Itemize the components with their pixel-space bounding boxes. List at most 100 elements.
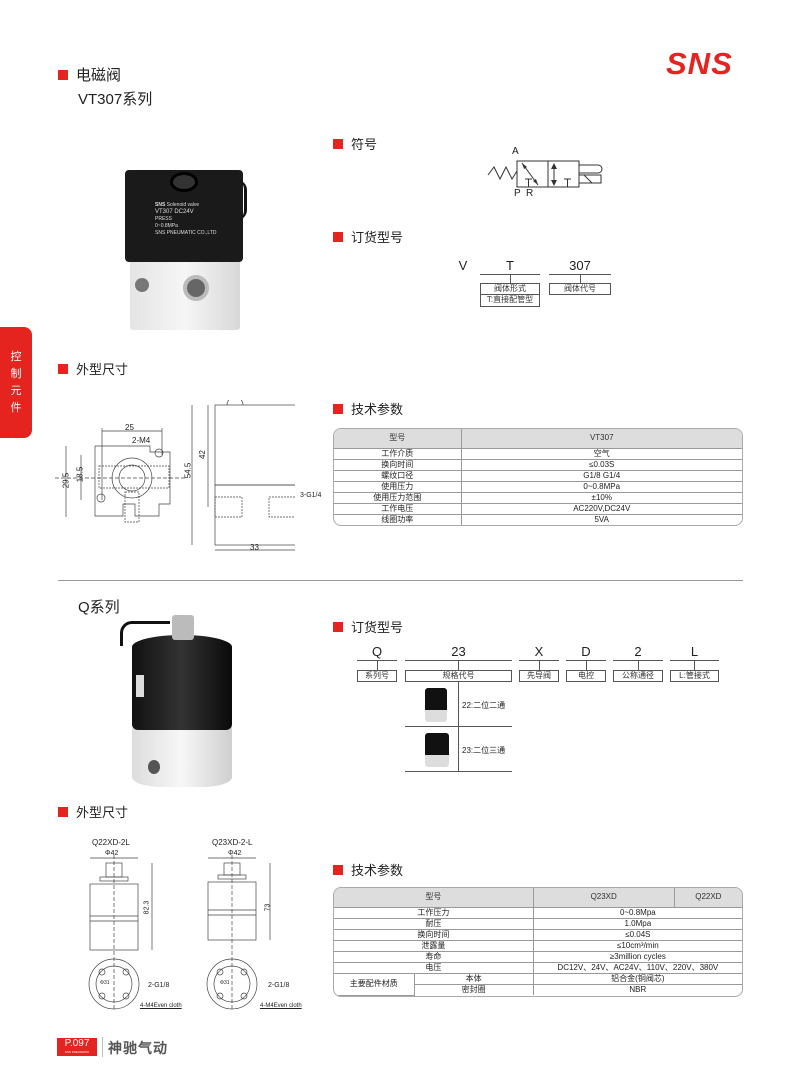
order-code-307: 307 (569, 258, 591, 273)
q-series-photo (120, 615, 240, 790)
q-dimension-title: 外型尺寸 (76, 805, 129, 820)
bullet-icon (58, 806, 68, 817)
table-row: 泄露量≤10cm³/min (334, 940, 742, 952)
table-cell: 螺纹口径 (334, 470, 462, 482)
drawing-holes: 4-M4Even cloth (140, 1003, 182, 1009)
table-header: Q23XD (533, 888, 675, 908)
q-code-series: Q (371, 644, 383, 659)
table-row: 主要配件材质本体铝合金(铜阀芯) (334, 973, 742, 996)
dim-port: 3-G1/4 (300, 492, 322, 499)
bullet-icon (333, 138, 343, 149)
label-model: VT307 DC24V (155, 209, 194, 215)
table-cell: AC220V,DC24V (461, 503, 742, 515)
table-cell: 电压 (334, 962, 534, 974)
order-label-body-type: 阀体形式 (480, 283, 540, 295)
q-dimension-drawing (88, 855, 271, 1010)
port-r-label: R (526, 188, 534, 199)
table-cell: 使用压力范围 (334, 492, 462, 504)
drawing-diameter: Φ42 (105, 850, 119, 857)
q-spec-heading: 技术参数 (333, 860, 403, 879)
category-heading: 电磁阀 (58, 64, 121, 85)
symbol-title: 符号 (351, 137, 378, 152)
table-cell: 0~0.8Mpa (533, 907, 742, 919)
q-label-series: 系列号 (357, 670, 397, 682)
bullet-icon (58, 69, 68, 80)
table-cell: 空气 (461, 448, 742, 460)
label-line: SNS PNEUMATIC CO.,LTD (155, 230, 217, 236)
label-line: 0~0.8MPa (155, 223, 178, 229)
drawing-holes: 4-M4Even cloth (260, 1003, 302, 1009)
table-cell: 本体 (414, 973, 534, 985)
table-cell: 耐压 (334, 918, 534, 930)
table-row: 工作介质空气 (334, 448, 742, 460)
table-cell: 主要配件材质 (334, 973, 415, 996)
table-row: 换向时间≤0.03S (334, 459, 742, 471)
dim-width: 25 (125, 423, 134, 432)
q-order-heading: 订货型号 (333, 617, 403, 636)
order-title: 订货型号 (351, 230, 404, 245)
table-cell: ≥3million cycles (533, 951, 742, 963)
footer-divider (102, 1037, 103, 1057)
q-code-diameter: 2 (634, 644, 642, 659)
valve-symbol-icon (487, 160, 603, 188)
table-row: 寿命≥3million cycles (334, 951, 742, 963)
drawing-port: 2-G1/8 (268, 982, 290, 989)
table-cell: DC12V、24V、AC24V、110V、220V、380V (533, 962, 742, 974)
page-sub: SNS PNEUMATIC (64, 1050, 90, 1054)
port-p-label: P (514, 188, 521, 199)
table-header: VT307 (461, 429, 742, 449)
label-line: PRESS (155, 216, 172, 222)
drawing-model: Q22XD-2L (92, 838, 130, 847)
sns-logo: SNS (666, 46, 733, 81)
table-cell: ≤0.03S (461, 459, 742, 471)
section-divider (58, 580, 743, 581)
q-label-electric: 电控 (566, 670, 606, 682)
drawing-height: 82.3 (143, 900, 151, 915)
dim-h2: 18.5 (75, 466, 85, 483)
option-two-way: 22:二位二通 (462, 701, 506, 710)
order-code-t: T (506, 258, 514, 273)
table-cell: 泄露量 (334, 940, 534, 952)
side-tab-char: 控 (10, 350, 22, 363)
label-text: Solenoid valve (166, 202, 200, 208)
vt307-photo: SNS Solenoid valve VT307 DC24V PRESS 0~0… (125, 160, 250, 332)
bullet-icon (333, 231, 343, 242)
q-series-title: Q系列 (78, 599, 120, 616)
table-cell: 使用压力 (334, 481, 462, 493)
bullet-icon (333, 864, 343, 875)
drawing-pcd: Φ31 (100, 980, 110, 986)
drawing-height: 73 (264, 903, 272, 912)
table-cell: 换向时间 (334, 929, 534, 941)
side-tab[interactable]: 控 制 元 件 (0, 327, 32, 438)
order-note-direct-piping: T:直接配管型 (480, 295, 540, 307)
order-label-body-code: 阀体代号 (549, 283, 611, 295)
drawing-model: Q23XD-2-L (212, 838, 253, 847)
table-cell: 5VA (594, 514, 610, 524)
table-header: 型号 (334, 888, 534, 908)
q-code-pilot: X (534, 644, 544, 659)
q-label-connection: L:管接式 (670, 670, 719, 682)
q-label-pilot: 先导阀 (519, 670, 559, 682)
spec-heading: 技术参数 (333, 399, 403, 418)
symbol-heading: 符号 (333, 134, 377, 153)
series-title: VT307系列 (78, 91, 153, 108)
table-cell: 密封圈 (414, 984, 534, 995)
dim-height: 54.5 (183, 462, 193, 479)
dimension-title: 外型尺寸 (76, 362, 129, 377)
order-code-v: V (458, 258, 468, 273)
dim-coil: 42 (197, 450, 207, 459)
dim-depth: 33 (250, 543, 259, 552)
drawing-port: 2-G1/8 (148, 982, 170, 989)
table-row: 换向时间≤0.04S (334, 929, 742, 941)
bullet-icon (58, 363, 68, 374)
spec-title: 技术参数 (351, 402, 404, 417)
q-dimension-heading: 外型尺寸 (58, 802, 128, 821)
category-title: 电磁阀 (76, 67, 122, 84)
